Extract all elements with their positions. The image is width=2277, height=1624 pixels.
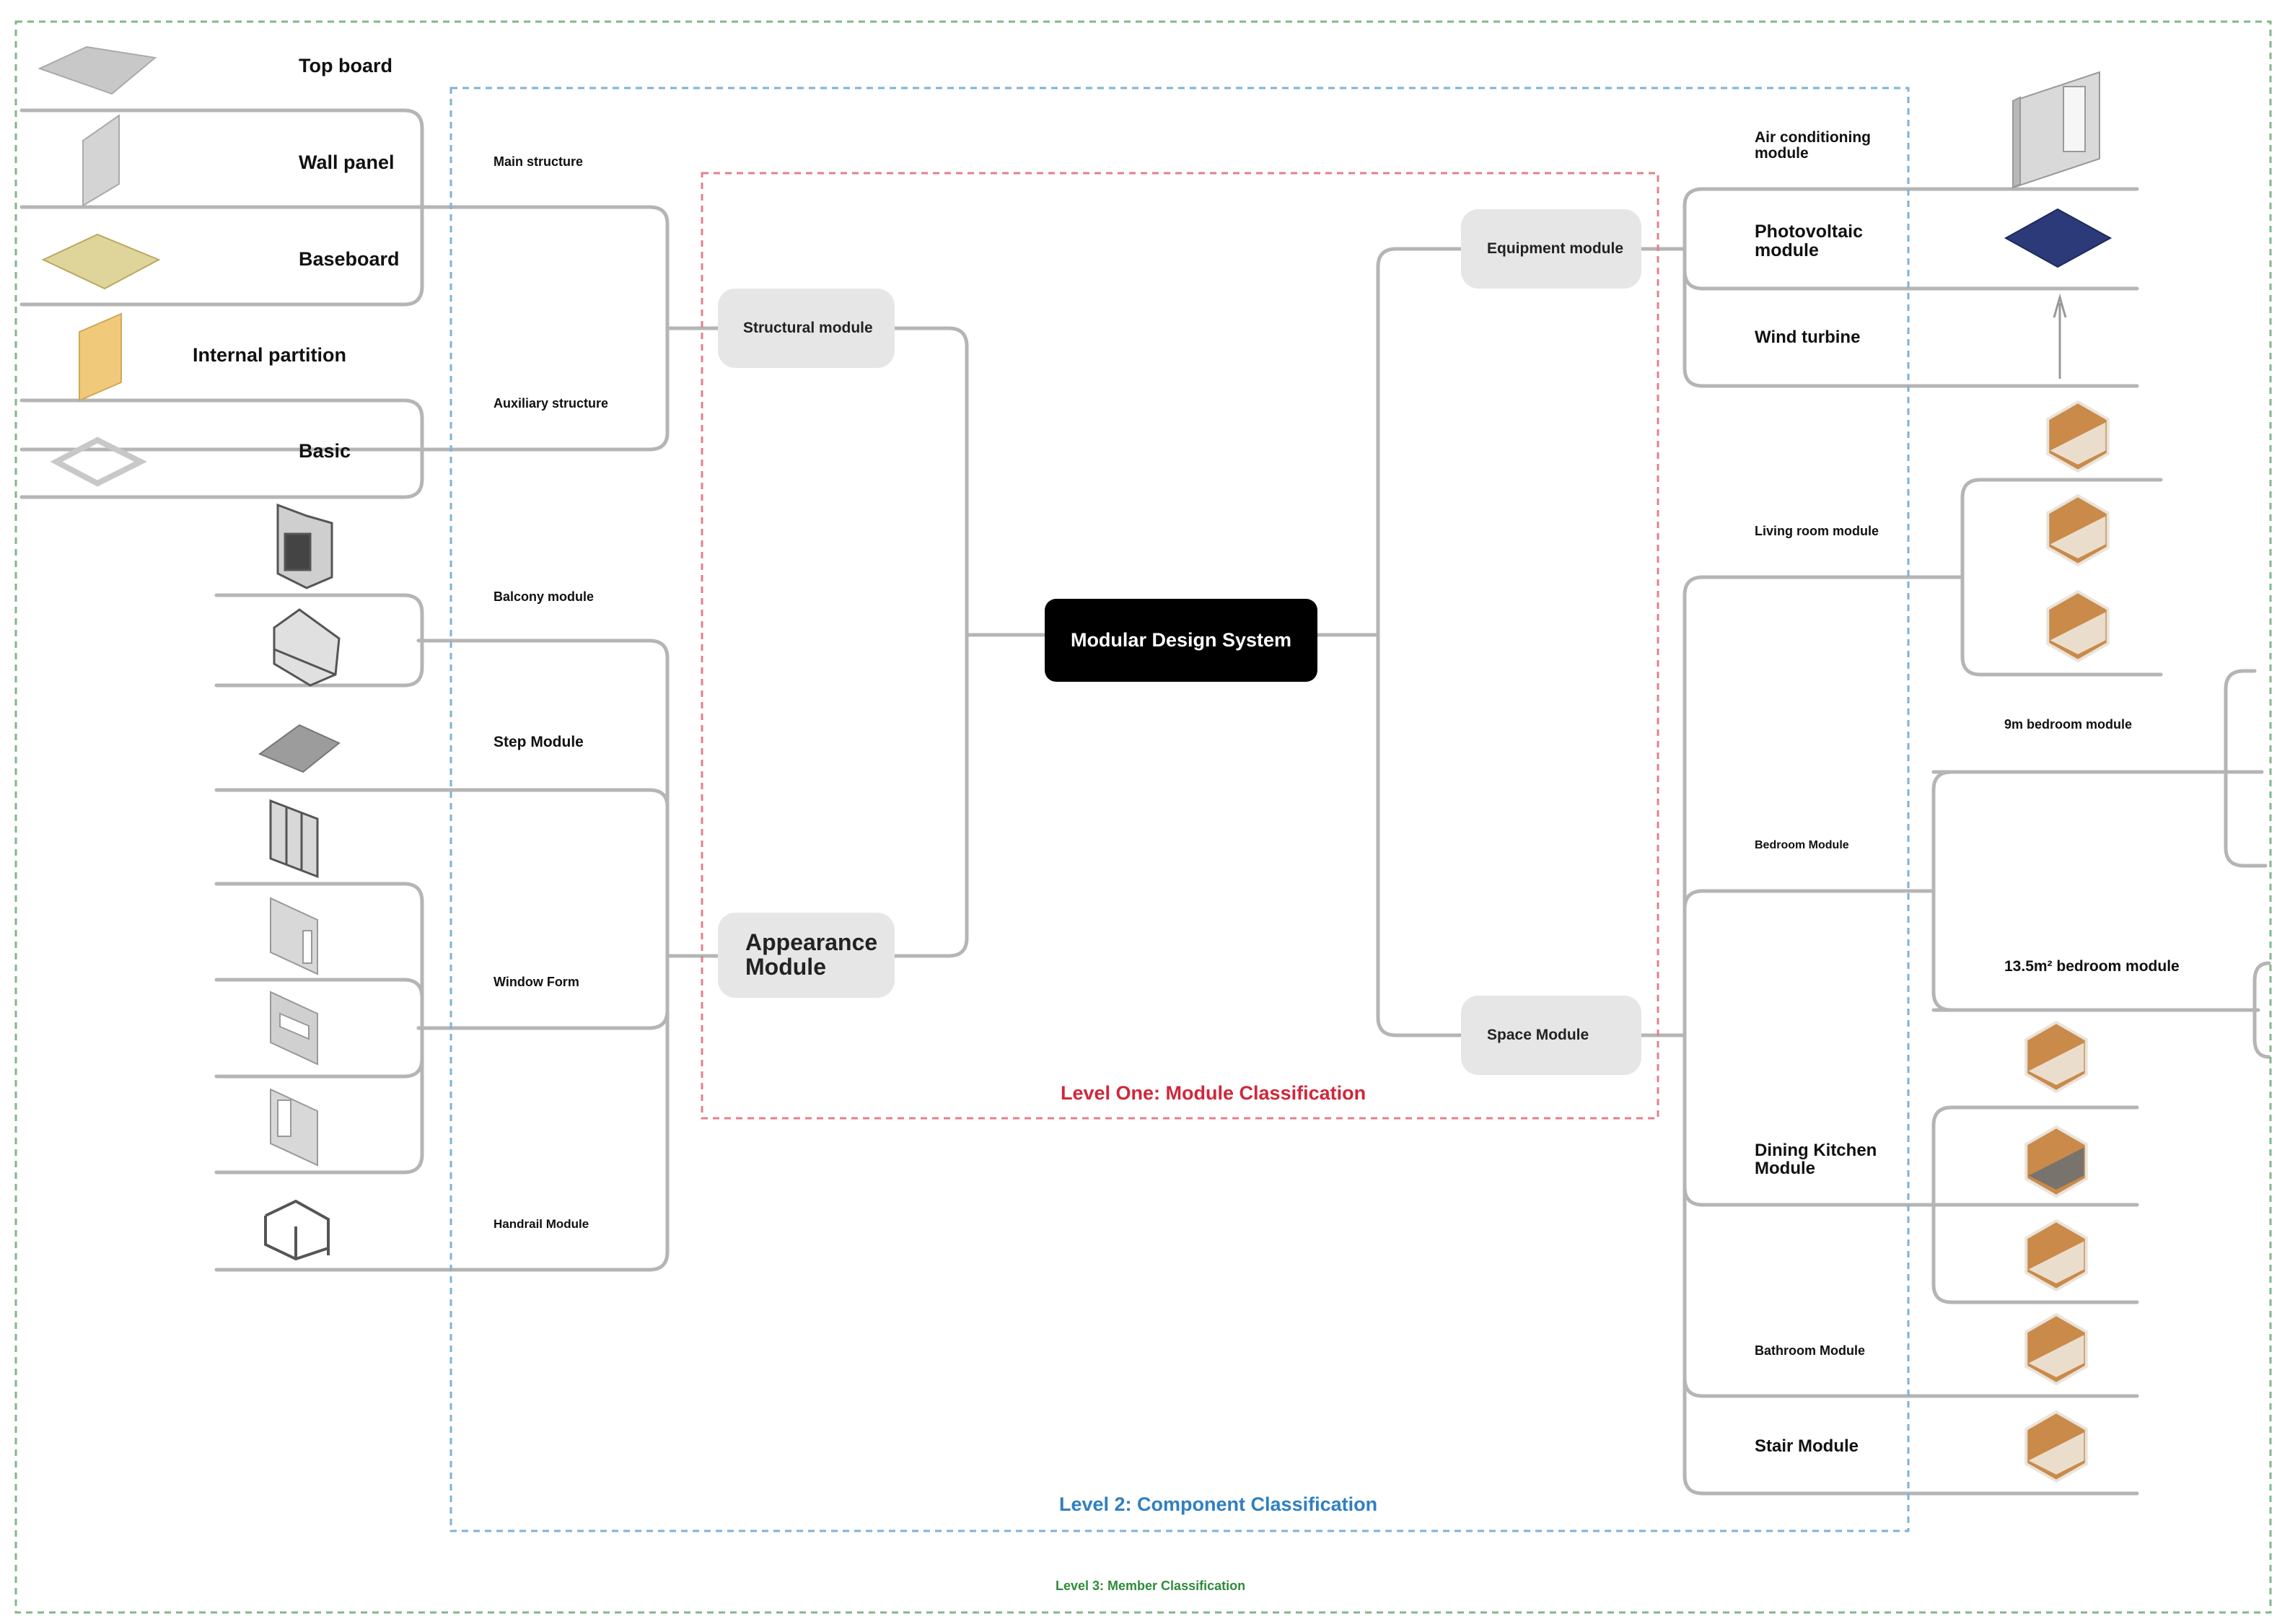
room-interior-icon [2028, 1043, 2084, 1085]
bedroom-bracket [1931, 770, 2264, 1012]
stair-line [1682, 1033, 2139, 1496]
main-structure-label: Main structure [493, 154, 584, 169]
wind-turbine-icon [2053, 293, 2067, 379]
window-icon [269, 799, 319, 879]
appearance-module-label: Appearance Module [745, 929, 878, 980]
room-interior-icon [2028, 1147, 2084, 1190]
center-node: Modular Design System [1045, 599, 1317, 682]
wall-panel-label: Wall panel [299, 152, 395, 173]
center-right-connector [1311, 247, 1463, 1037]
window-icon-2 [270, 897, 318, 975]
baseboard-icon [41, 233, 161, 290]
basic-label: Basic [299, 440, 351, 462]
step-module-label: Step Module [493, 734, 584, 750]
handrail-icon [264, 1199, 330, 1261]
equipment-module-label: Equipment module [1487, 240, 1623, 257]
main-structure-line [19, 205, 720, 330]
bedroom-line [1682, 889, 1936, 1037]
level-two-frame [449, 87, 1910, 1532]
bedroom-module-label: Bedroom Module [1755, 839, 1849, 851]
living-room-label: Living room module [1755, 524, 1879, 538]
living-bracket [1960, 478, 2163, 677]
structural-module-node: Structural module [718, 289, 895, 368]
room-interior-icon [2028, 1241, 2084, 1283]
balcony-icon [276, 503, 333, 589]
balcony-bracket [214, 593, 424, 688]
dining-kitchen-label: Dining Kitchen Module [1755, 1141, 1877, 1179]
bedroom-13-label: 13.5m² bedroom module [2004, 958, 2180, 975]
center-label: Modular Design System [1070, 629, 1292, 651]
level-one-frame [701, 172, 1659, 1120]
level-one-title: Level One: Module Classification [1061, 1082, 1366, 1104]
room-interior-icon [2050, 612, 2106, 654]
balcony-module-label: Balcony module [493, 589, 595, 604]
room-interior-icon [2028, 1432, 2084, 1475]
solar-panel-icon [2004, 208, 2113, 268]
living-line [1639, 575, 1965, 1037]
space-module-node: Space Module [1461, 996, 1641, 1075]
auxiliary-structure-line [19, 326, 670, 452]
photovoltaic-label: Photovoltaic module [1755, 221, 1864, 261]
level-three-title: Level 3: Member Classification [1056, 1579, 1246, 1593]
handrail-line [214, 954, 670, 1272]
step-line [214, 788, 670, 958]
wind-turbine-label: Wind turbine [1755, 328, 1861, 347]
bedroom-9-bracket [2224, 669, 2268, 868]
top-board-icon [38, 45, 157, 95]
air-conditioning-label: Air conditioning module [1755, 129, 1871, 162]
dining-line [1682, 1033, 1936, 1207]
equipment-lines [1639, 187, 2139, 388]
bedroom-9-label: 9m bedroom module [2004, 717, 2133, 732]
dining-bracket [1931, 1105, 2139, 1304]
main-structure-bracket [19, 108, 424, 307]
space-module-label: Space Module [1487, 1027, 1589, 1043]
room-interior-icon [2050, 422, 2106, 465]
window-bracket [214, 882, 424, 1175]
bedroom-13-bracket [2252, 961, 2271, 1059]
room-interior-icon [2050, 516, 2106, 558]
baseboard-label: Baseboard [299, 248, 400, 270]
window-icon-3 [270, 991, 318, 1066]
top-board-label: Top board [299, 55, 392, 76]
structural-module-label: Structural module [743, 320, 873, 336]
equipment-module-node: Equipment module [1461, 209, 1641, 289]
balcony-icon-2 [273, 608, 341, 687]
wall-panel-icon [82, 114, 120, 207]
internal-partition-label: Internal partition [193, 344, 347, 366]
step-icon [258, 724, 341, 773]
auxiliary-structure-label: Auxiliary structure [493, 396, 609, 411]
window-line [416, 954, 670, 1030]
handrail-module-label: Handrail Module [493, 1217, 589, 1231]
auxiliary-structure-bracket [19, 398, 424, 499]
basic-frame-icon [50, 436, 147, 487]
bathroom-module-label: Bathroom Module [1755, 1343, 1865, 1358]
room-interior-icon [2028, 1335, 2084, 1377]
ac-unit-icon [2012, 71, 2100, 189]
partition-icon [79, 312, 122, 402]
window-icon-4 [270, 1088, 318, 1167]
level-three-frame [14, 20, 2272, 1614]
window-form-label: Window Form [493, 975, 579, 989]
stair-module-label: Stair Module [1755, 1436, 1859, 1456]
room-icon [2024, 400, 2110, 1483]
level-two-title: Level 2: Component Classification [1059, 1493, 1378, 1515]
appearance-module-node: Appearance Module [718, 913, 895, 998]
balcony-line [416, 638, 720, 958]
